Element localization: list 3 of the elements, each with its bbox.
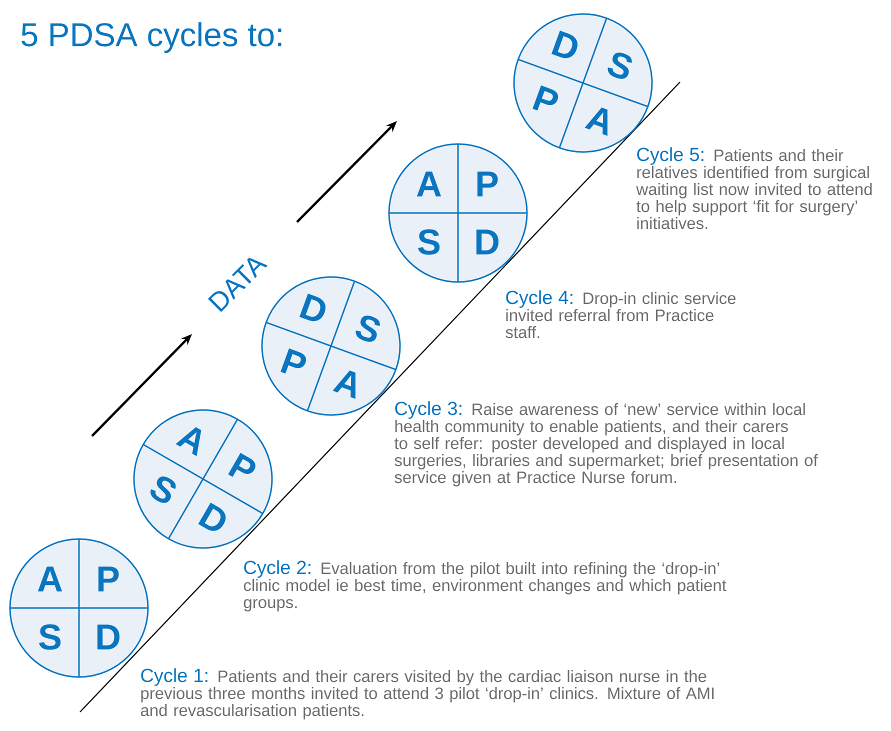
title: 5 PDSA cycles to:	[22, 22, 282, 53]
cycle-description: Cycle 4: Drop-in clinic service invited referral from Practice staff.	[506, 290, 736, 338]
cycle-description: Cycle 2: Evaluation from the pilot built into refining the ‘drop-in’ clinic model ie best time, environment changes and which patient groups.	[244, 560, 726, 612]
